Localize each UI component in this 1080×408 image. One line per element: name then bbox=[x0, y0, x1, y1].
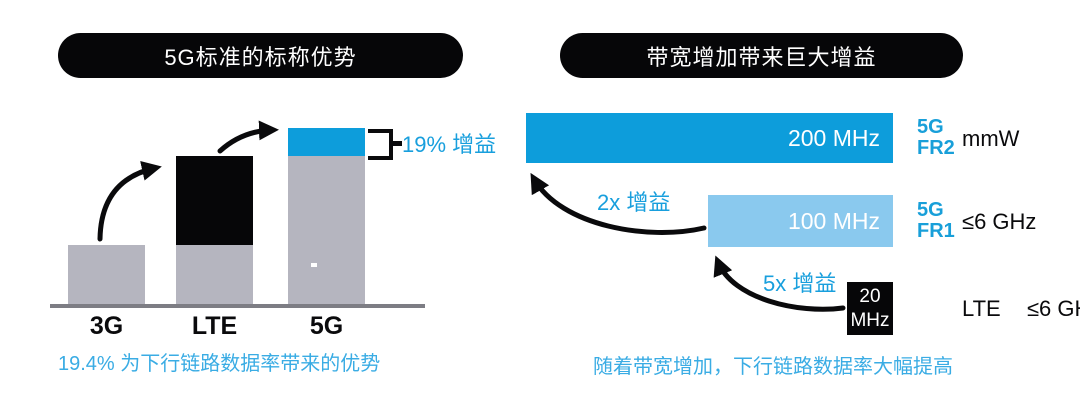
tech-lte-label: LTE bbox=[962, 296, 1001, 321]
hbar-200mhz-value: 200 MHz bbox=[787, 124, 880, 151]
hbar-100mhz-value: 100 MHz bbox=[787, 207, 880, 234]
band-tag-mmw: mmW bbox=[962, 126, 1020, 151]
tech-tag-5g-fr2: 5G FR2 bbox=[917, 117, 955, 159]
band-tag-lte: LTE ≤6 GHz bbox=[962, 296, 1080, 322]
hbar-20mhz-value-line1: 20 bbox=[859, 285, 881, 307]
right-panel-caption: 随着带宽增加，下行链路数据率大幅提高 bbox=[593, 356, 953, 378]
bar-lte-gray bbox=[176, 245, 253, 305]
left-panel-caption: 19.4% 为下行链路数据率带来的优势 bbox=[58, 353, 381, 375]
tech-fr1-line: FR1 bbox=[917, 220, 955, 242]
gain-2x-label: 2x 增益 bbox=[597, 190, 671, 215]
tech-5g-line: 5G bbox=[917, 199, 944, 221]
hbar-100mhz: 100 MHz bbox=[708, 195, 893, 247]
bar-5g-gray bbox=[288, 156, 365, 305]
curved-arrow-3g-to-lte bbox=[97, 161, 162, 242]
right-panel-title-pill: 带宽增加带来巨大增益 bbox=[560, 33, 963, 78]
tech-tag-5g-fr1: 5G FR1 bbox=[917, 200, 955, 242]
x-label-lte: LTE bbox=[191, 312, 238, 340]
curved-arrow-lte-to-5g bbox=[217, 120, 279, 154]
gain-bracket bbox=[368, 129, 393, 160]
right-panel-title: 带宽增加带来巨大增益 bbox=[646, 44, 877, 70]
gain-19pct-label: 19% 增益 bbox=[402, 132, 497, 157]
x-axis-baseline bbox=[50, 304, 425, 308]
tech-fr2-line: FR2 bbox=[917, 137, 955, 159]
x-label-5g: 5G bbox=[309, 312, 344, 340]
hbar-20mhz-value-line2: MHz bbox=[850, 309, 890, 331]
bar-5g-blue-gain bbox=[288, 128, 365, 156]
tech-5g-line: 5G bbox=[917, 116, 944, 138]
bar-lte-black bbox=[176, 156, 253, 245]
left-panel-title: 5G标准的标称优势 bbox=[164, 44, 357, 70]
band-tag-sub6-fr1: ≤6 GHz bbox=[962, 209, 1037, 234]
hbar-20mhz: 20 MHz bbox=[847, 282, 893, 335]
left-panel-title-pill: 5G标准的标称优势 bbox=[58, 33, 463, 78]
watermark-dash bbox=[311, 263, 317, 267]
gain-5x-label: 5x 增益 bbox=[763, 271, 837, 296]
gain-bracket-tick bbox=[393, 141, 402, 146]
band-sub6-lte: ≤6 GHz bbox=[1026, 296, 1080, 321]
bar-3g-gray bbox=[68, 245, 145, 305]
x-label-3g: 3G bbox=[89, 312, 124, 340]
hbar-200mhz: 200 MHz bbox=[526, 113, 893, 163]
